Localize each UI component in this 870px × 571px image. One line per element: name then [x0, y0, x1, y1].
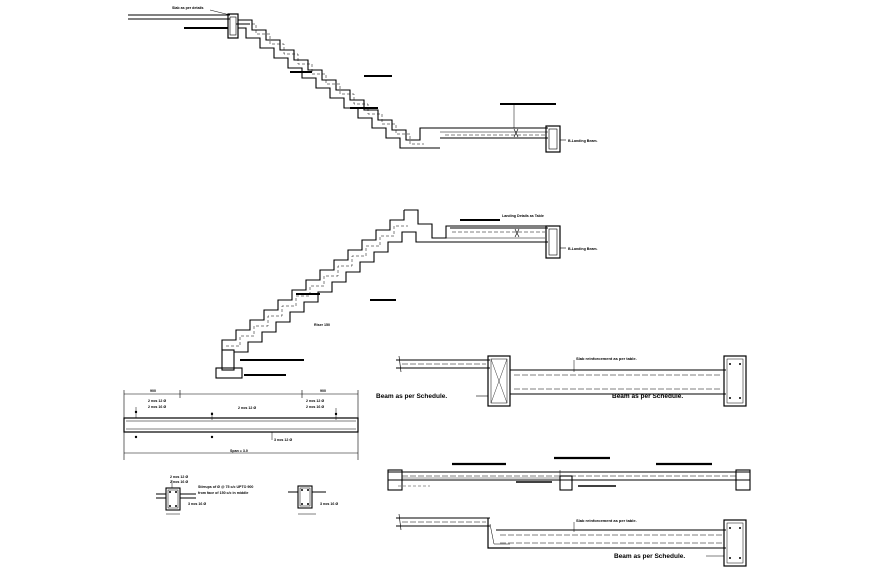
slab-section-2-leaders [452, 456, 712, 487]
sec1-slab-label: Slab reinforcement as per table. [576, 356, 637, 361]
riser-label: Riser 150 [314, 323, 330, 327]
col-bar-2: 2 nos 16 Ø [170, 480, 188, 484]
sec3-beam-label: Beam as per Schedule. [614, 553, 685, 560]
section-bars [169, 489, 309, 507]
slab-section-2 [387, 469, 751, 491]
col-bar-1: 2 nos 12 Ø [170, 475, 188, 479]
beam-cross-sections [156, 480, 326, 515]
top-landing-beam-label: B-Landing Beam. [568, 139, 598, 143]
stirrup-note-2: from face of 150 c/c in middle [198, 491, 248, 495]
sec1-beam-left-label: Beam as per Schedule. [376, 393, 447, 400]
mid-landing-beam-label: B-Landing Beam. [568, 247, 598, 251]
slab-section-1 [396, 355, 747, 407]
sec1-beam-right-label: Beam as per Schedule. [612, 393, 683, 400]
dim-left: 900 [150, 389, 156, 393]
slab-section-3 [396, 513, 747, 567]
top-slab-note: Slab as per details [172, 6, 204, 10]
beam-bar-left-2: 2 nos 16 Ø [148, 405, 166, 409]
lower-staircase [215, 209, 566, 379]
col-bottom-1: 3 nos 16 Ø [188, 502, 206, 506]
beam-bar-mid: 2 nos 12 Ø [238, 406, 256, 410]
beam-elevation-bars [134, 410, 338, 439]
slab-section-3-bars [729, 527, 741, 559]
sec3-slab-label: Slab reinforcement as per table. [576, 518, 637, 523]
dim-right: 900 [320, 389, 326, 393]
beam-span-label: Span = 3.0 [230, 449, 248, 453]
beam-bar-right-2: 2 nos 16 Ø [306, 405, 324, 409]
beam-bar-right-1: 2 nos 12 Ø [306, 399, 324, 403]
beam-bar-bottom: 3 nos 12 Ø [274, 438, 292, 442]
beam-bar-left-1: 2 nos 12 Ø [148, 399, 166, 403]
stirrup-note-1: Stirrups of Ø @ 75 c/c UPTO 900 [198, 485, 253, 489]
col-bottom-2: 3 nos 16 Ø [320, 502, 338, 506]
upper-staircase [128, 9, 566, 153]
mid-landing-label: Landing Details as Table [502, 214, 544, 218]
slab-section-1-bars [729, 363, 741, 399]
